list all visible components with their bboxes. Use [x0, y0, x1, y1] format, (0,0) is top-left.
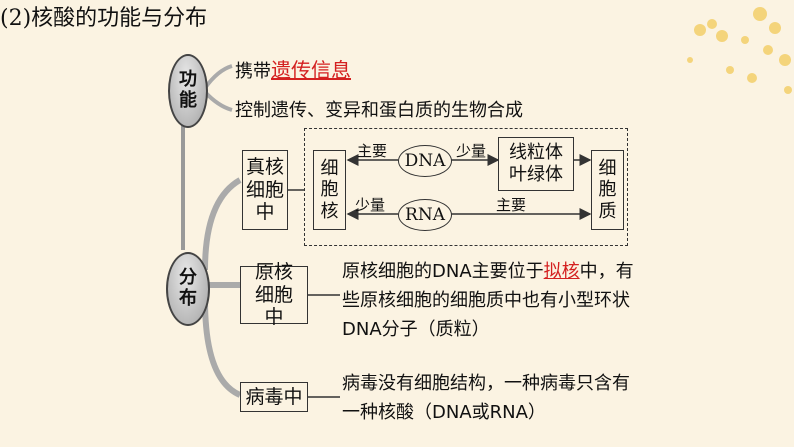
prokaryote-label: 原核细胞中 [254, 260, 293, 329]
prokaryote-answer: 拟核 [543, 261, 580, 282]
function-node: 功能 [168, 54, 208, 128]
arrow-label-mainly-rna: 主要 [496, 196, 527, 214]
eukaryote-label: 真核细胞中 [245, 155, 284, 224]
dna-ellipse: DNA [398, 145, 452, 177]
prokaryote-text-1: 原核细胞的DNA主要位于 [342, 261, 544, 282]
distribution-curve-top [202, 177, 242, 271]
distribution-node: 分布 [166, 252, 210, 326]
eukaryote-box: 真核细胞中 [242, 150, 288, 230]
rna-ellipse: RNA [398, 199, 452, 231]
rna-label: RNA [405, 205, 445, 225]
flower-decoration-icon [687, 7, 792, 94]
cytoplasm-label: 细胞质 [598, 157, 617, 222]
prokaryote-text-2: 中，有些原核细胞的细胞质中也有小型环状DNA分子（质粒） [342, 261, 634, 340]
virus-description: 病毒没有细胞结构，一种病毒只含有一种核酸（DNA或RNA） [342, 373, 630, 423]
function-brace-bottom [203, 90, 233, 112]
function-brace-top [203, 64, 233, 90]
function-item-1-prefix: 携带 [235, 61, 271, 82]
distribution-node-label: 分布 [179, 267, 197, 309]
prokaryote-box: 原核细胞中 [240, 261, 308, 328]
virus-box: 病毒中 [240, 382, 308, 412]
nucleus-box: 细胞核 [313, 150, 346, 230]
function-node-label: 功能 [179, 69, 197, 111]
function-item-2: 控制遗传、变异和蛋白质的生物合成 [235, 100, 523, 121]
function-item-1: 携带遗传信息 [235, 54, 351, 83]
cytoplasm-box: 细胞质 [591, 150, 624, 230]
organelles-label: 线粒体叶绿体 [509, 142, 563, 185]
eukaryote-dashed-frame [304, 128, 628, 246]
section-title: (2)核酸的功能与分布 [0, 6, 208, 31]
function-item-1-answer: 遗传信息 [271, 58, 351, 82]
arrow-label-little: 少量 [456, 142, 487, 160]
distribution-curve-bottom [202, 299, 242, 398]
prokaryote-description: 原核细胞的DNA主要位于拟核中，有些原核细胞的细胞质中也有小型环状DNA分子（质… [342, 257, 642, 344]
organelles-box: 线粒体叶绿体 [498, 137, 574, 191]
nucleus-label: 细胞核 [320, 157, 339, 222]
virus-label: 病毒中 [245, 385, 303, 408]
dna-label: DNA [404, 151, 446, 171]
arrow-label-little-rna: 少量 [355, 196, 386, 214]
arrow-label-mainly: 主要 [357, 142, 388, 160]
